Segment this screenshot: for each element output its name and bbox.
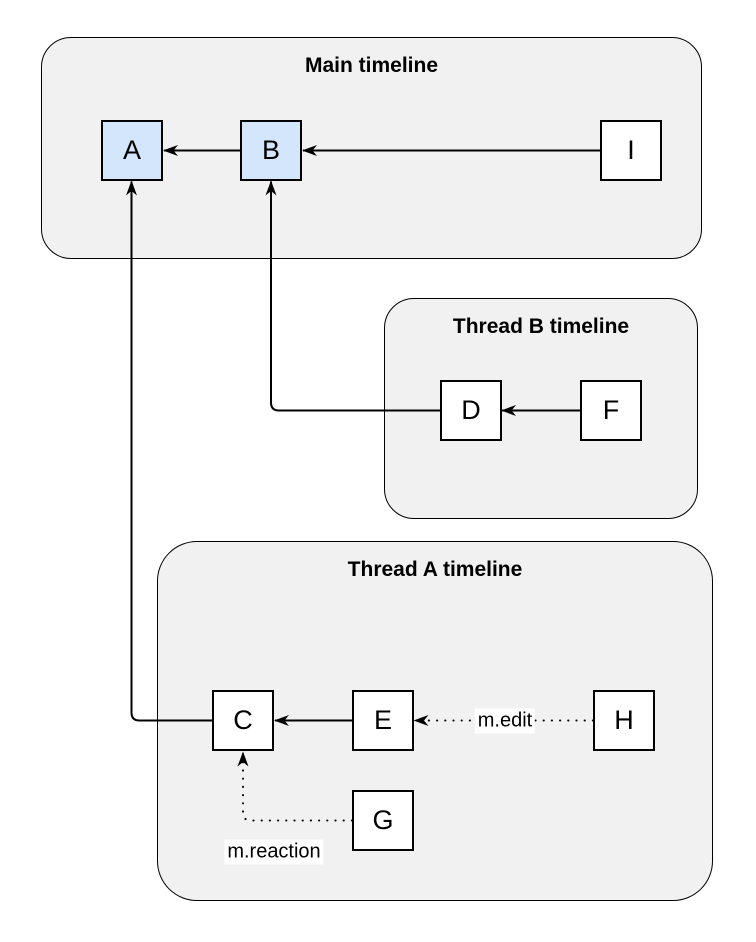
node-A: A <box>101 120 163 181</box>
node-C: C <box>212 690 274 751</box>
group-thread-b-timeline: Thread B timeline <box>384 298 698 519</box>
edge-label-m-edit: m.edit <box>474 708 536 734</box>
group-title-main: Main timeline <box>304 54 439 77</box>
edge-label-m-reaction: m.reaction <box>224 839 324 865</box>
node-D: D <box>440 380 502 441</box>
node-F: F <box>580 380 642 441</box>
node-H: H <box>593 690 655 751</box>
node-G: G <box>352 790 414 851</box>
group-title-thread-b: Thread B timeline <box>452 315 630 338</box>
node-B: B <box>240 120 302 181</box>
node-E: E <box>352 690 414 751</box>
node-I: I <box>600 120 662 181</box>
group-title-thread-a: Thread A timeline <box>347 558 523 581</box>
